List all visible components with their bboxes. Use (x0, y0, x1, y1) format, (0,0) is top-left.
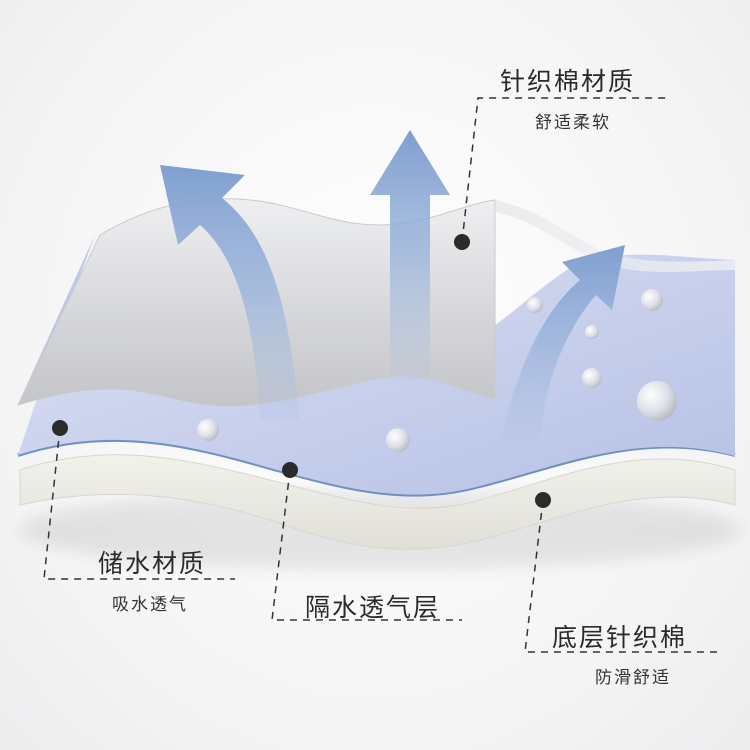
callout-storage-title: 储水材质 (98, 549, 207, 578)
leader-line-storage (43, 427, 235, 580)
marker-dot-icon (282, 462, 298, 478)
upward-arrow-icon (500, 245, 625, 440)
water-droplet-icon (641, 289, 663, 311)
leader-line-membrane (271, 469, 462, 621)
callout-storage-subtitle: 吸水透气 (112, 595, 188, 615)
callout-bottom-title: 底层针织棉 (552, 623, 688, 652)
storage-layer-edge (20, 235, 95, 400)
water-droplet-icon (637, 381, 677, 421)
bottom-layer (19, 454, 736, 550)
water-droplet-icon (582, 368, 602, 388)
callout-knit-cotton-subtitle: 舒适柔软 (535, 113, 611, 133)
upward-arrow-icon (370, 130, 450, 380)
water-droplet-icon (197, 419, 219, 441)
marker-dot-icon (52, 420, 68, 436)
upward-arrow-icon (160, 165, 300, 420)
leader-line-knit-cotton (461, 97, 670, 243)
water-droplet-icon (527, 297, 543, 313)
callout-bottom-subtitle: 防滑舒适 (595, 668, 671, 688)
water-droplet-icon (386, 428, 410, 452)
marker-dot-icon (535, 492, 551, 508)
marker-dot-icon (454, 234, 470, 250)
water-droplet-icon (585, 325, 599, 339)
callout-membrane-title: 隔水透气层 (305, 593, 441, 622)
callout-knit-cotton-title: 针织棉材质 (500, 67, 636, 96)
